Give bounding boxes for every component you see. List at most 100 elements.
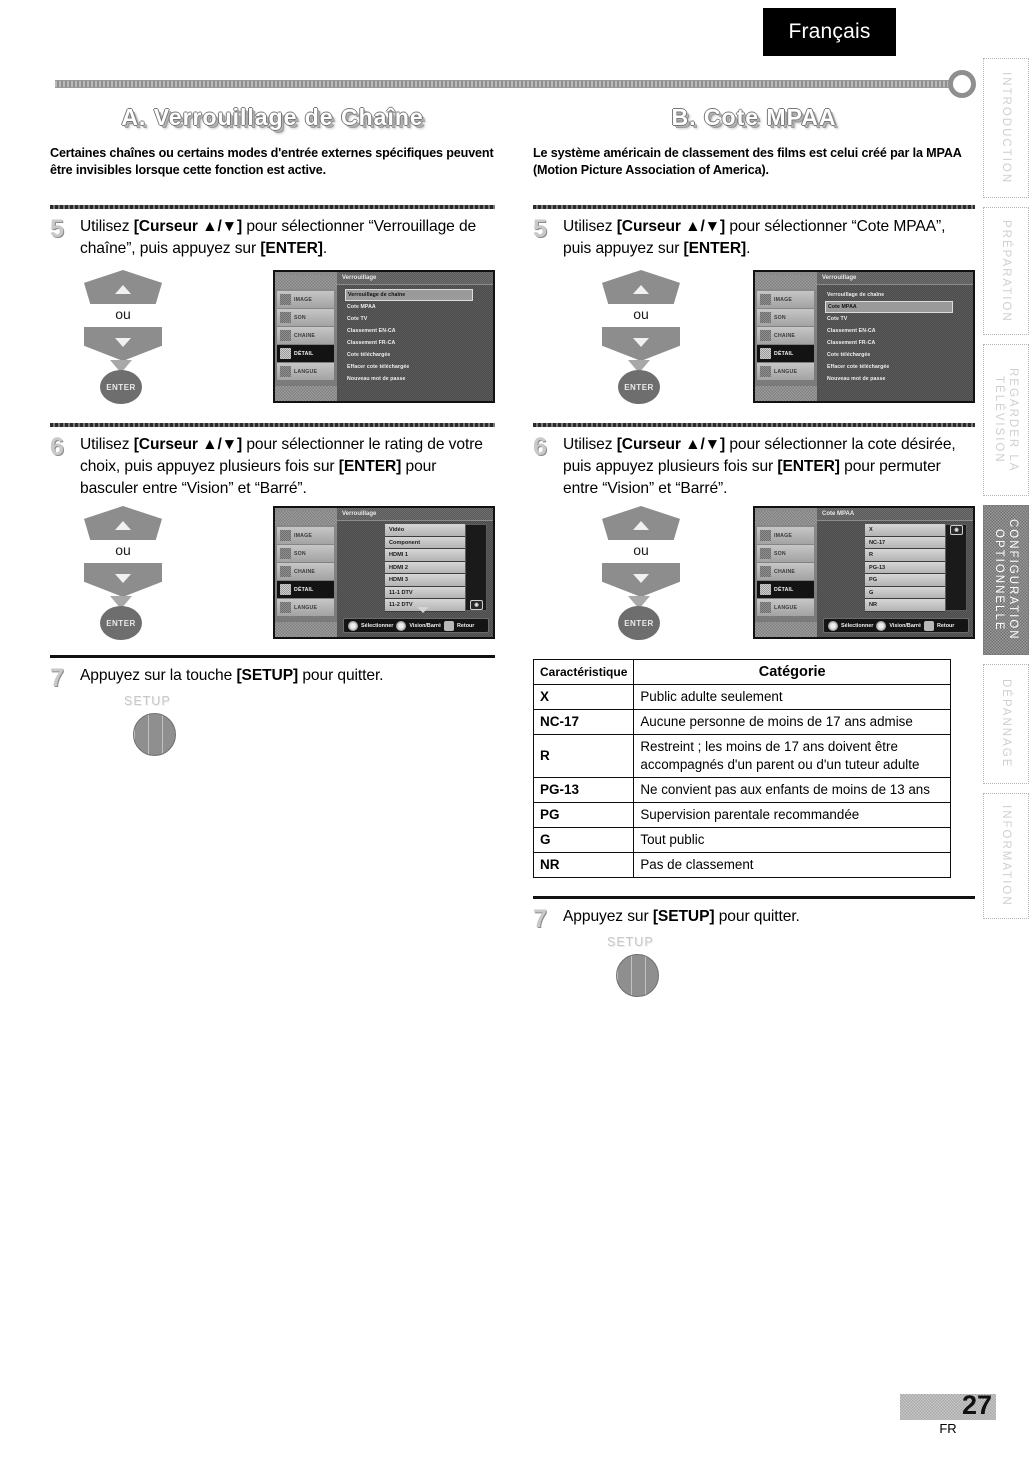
tv-status-column bbox=[945, 524, 967, 611]
tv-menu-row[interactable]: Cote téléchargée bbox=[827, 352, 871, 358]
remote-cursor-group: ou ENTER bbox=[588, 270, 698, 405]
tv-rating-row[interactable]: R bbox=[865, 549, 945, 562]
tv-sidebar-item-langue[interactable]: LANGUE bbox=[757, 599, 814, 616]
table-cell-category: Ne convient pas aux enfants de moins de … bbox=[633, 777, 951, 803]
tv-screen-step5: IMAGE SON CHAINE DÉTAIL bbox=[273, 270, 495, 403]
tv-input-row[interactable]: HDMI 1 bbox=[385, 549, 465, 562]
sidebar-tab-configuration-optionnelle[interactable]: CONFIGURATION OPTIONNELLE bbox=[983, 505, 1029, 655]
step-instruction: Utilisez [Curseur ▲/▼] pour sélectionner… bbox=[80, 436, 483, 497]
tv-sidebar-item-son[interactable]: SON bbox=[757, 545, 814, 562]
tv-menu-row[interactable]: Cote TV bbox=[347, 316, 368, 322]
sidebar-tab-information[interactable]: INFORMATION bbox=[983, 793, 1029, 919]
tv-menu-sidebar: IMAGE SON CHAINE DÉTAIL bbox=[755, 508, 817, 637]
tv-sidebar-item-langue[interactable]: LANGUE bbox=[757, 363, 814, 380]
tv-rating-row[interactable]: G bbox=[865, 586, 945, 599]
tv-menu-row[interactable]: Effacer cote téléchargée bbox=[827, 364, 890, 370]
left-section-title: A. Verrouillage de Chaîne bbox=[121, 104, 424, 130]
tv-input-row[interactable]: HDMI 3 bbox=[385, 574, 465, 587]
tv-sidebar-item-image[interactable]: IMAGE bbox=[277, 527, 334, 544]
tv-menu-row[interactable]: Nouveau mot de passe bbox=[347, 376, 406, 382]
tv-rating-list: X ◉ NC-17 R PG-13 PG G NR bbox=[865, 524, 967, 612]
tv-menu-row[interactable]: Nouveau mot de passe bbox=[827, 376, 886, 382]
tv-sidebar-item-chaine[interactable]: CHAINE bbox=[757, 327, 814, 344]
cursor-up-button[interactable] bbox=[84, 270, 162, 304]
cursor-down-button[interactable] bbox=[84, 327, 162, 361]
tv-sidebar-item-detail[interactable]: DÉTAIL bbox=[757, 345, 814, 362]
tv-menu-row[interactable]: Classement EN-CA bbox=[827, 328, 876, 334]
step-instruction: Utilisez [Curseur ▲/▼] pour sélectionner… bbox=[563, 436, 956, 497]
cursor-up-button[interactable] bbox=[84, 506, 162, 540]
step-divider bbox=[533, 423, 975, 427]
setup-button[interactable] bbox=[133, 713, 176, 756]
tv-input-row[interactable]: HDMI 2 bbox=[385, 561, 465, 574]
enter-button[interactable]: ENTER bbox=[618, 370, 660, 404]
tv-rating-row[interactable]: PG bbox=[865, 574, 945, 587]
enter-button[interactable]: ENTER bbox=[100, 606, 142, 640]
tv-sidebar-item-langue[interactable]: LANGUE bbox=[277, 599, 334, 616]
tv-rating-row[interactable]: NR bbox=[865, 599, 945, 612]
cursor-up-button[interactable] bbox=[602, 506, 680, 540]
sidebar-tab-preparation[interactable]: PRÉPARATION bbox=[983, 207, 1029, 335]
tv-sidebar-item-detail[interactable]: DÉTAIL bbox=[277, 345, 334, 362]
tv-sidebar-item-detail[interactable]: DÉTAIL bbox=[277, 581, 334, 598]
tv-sidebar-label: DÉTAIL bbox=[774, 350, 794, 357]
tv-input-row[interactable]: Vidéo bbox=[385, 524, 465, 537]
or-label: ou bbox=[115, 306, 131, 322]
sound-icon bbox=[760, 548, 771, 559]
image-icon bbox=[280, 530, 291, 541]
table-row: X Public adulte seulement bbox=[532, 684, 951, 710]
tv-menu-title: Verrouillage bbox=[817, 272, 973, 285]
right-step-5: 5 Utilisez [Curseur ▲/▼] pour sélectionn… bbox=[533, 205, 975, 405]
tv-menu-row-selected[interactable]: Cote MPAA bbox=[825, 301, 953, 313]
cursor-down-button[interactable] bbox=[84, 563, 162, 597]
tv-sidebar-item-detail[interactable]: DÉTAIL bbox=[757, 581, 814, 598]
tv-input-row[interactable]: 11-1 DTV bbox=[385, 586, 465, 599]
tv-sidebar-item-son[interactable]: SON bbox=[277, 545, 334, 562]
tv-sidebar-item-chaine[interactable]: CHAINE bbox=[277, 327, 334, 344]
tv-menu-list: Verrouillage de chaîne Cote MPAA Cote TV… bbox=[817, 285, 973, 385]
tv-sidebar-item-image[interactable]: IMAGE bbox=[277, 291, 334, 308]
cursor-up-button[interactable] bbox=[602, 270, 680, 304]
tv-sidebar-label: IMAGE bbox=[294, 532, 313, 539]
tv-rating-row[interactable]: X ◉ bbox=[865, 524, 963, 537]
tv-sidebar-item-son[interactable]: SON bbox=[757, 309, 814, 326]
sidebar-tab-depannage[interactable]: DÉPANNAGE bbox=[983, 664, 1029, 784]
tv-help-toggle: Vision/Barré bbox=[889, 622, 922, 629]
tv-input-row[interactable]: 11-2 DTV ◉ bbox=[385, 599, 483, 612]
step-number: 7 bbox=[50, 664, 64, 692]
tv-sidebar-bottom-decoration bbox=[755, 386, 817, 401]
tv-rating-row[interactable]: NC-17 bbox=[865, 536, 945, 549]
tv-sidebar-item-chaine[interactable]: CHAINE bbox=[757, 563, 814, 580]
tv-menu-row[interactable]: Cote TV bbox=[827, 316, 848, 322]
table-cell-category: Restreint ; les moins de 17 ans doivent … bbox=[633, 734, 951, 778]
tv-sidebar-item-son[interactable]: SON bbox=[277, 309, 334, 326]
tv-rating-row[interactable]: PG-13 bbox=[865, 561, 945, 574]
sidebar-tab-introduction[interactable]: INTRODUCTION bbox=[983, 58, 1029, 198]
tv-sidebar-item-chaine[interactable]: CHAINE bbox=[277, 563, 334, 580]
cursor-down-button[interactable] bbox=[602, 563, 680, 597]
tv-menu-row[interactable]: Cote MPAA bbox=[347, 304, 376, 310]
sidebar-tab-regarder-la-television[interactable]: REGARDER LA TÉLÉVISION bbox=[983, 344, 1029, 496]
enter-button[interactable]: ENTER bbox=[100, 370, 142, 404]
tv-sidebar-bottom-decoration bbox=[275, 622, 337, 637]
tv-sidebar-label: CHAINE bbox=[774, 332, 796, 339]
tv-sidebar-item-langue[interactable]: LANGUE bbox=[277, 363, 334, 380]
chevron-down-icon bbox=[628, 360, 650, 373]
tv-scroll-down-icon[interactable] bbox=[417, 607, 429, 613]
step-divider bbox=[50, 205, 495, 209]
tv-sidebar-item-image[interactable]: IMAGE bbox=[757, 527, 814, 544]
tv-menu-row-selected[interactable]: Verrouillage de chaîne bbox=[345, 289, 473, 301]
cursor-down-button[interactable] bbox=[602, 327, 680, 361]
remote-cursor-group: ou ENTER bbox=[588, 506, 698, 641]
tv-menu-row[interactable]: Cote téléchargée bbox=[347, 352, 391, 358]
tv-menu-row[interactable]: Verrouillage de chaîne bbox=[827, 292, 885, 298]
tv-menu-row[interactable]: Classement EN-CA bbox=[347, 328, 396, 334]
tv-menu-row[interactable]: Classement FR-CA bbox=[827, 340, 876, 346]
tv-menu-row[interactable]: Effacer cote téléchargée bbox=[347, 364, 410, 370]
tv-sidebar-item-image[interactable]: IMAGE bbox=[757, 291, 814, 308]
setup-button[interactable] bbox=[616, 954, 659, 997]
enter-button[interactable]: ENTER bbox=[618, 606, 660, 640]
tv-input-row[interactable]: Component bbox=[385, 536, 465, 549]
tv-menu-panel: Cote MPAA X ◉ NC-17 R PG-13 PG G NR bbox=[817, 508, 973, 637]
tv-menu-row[interactable]: Classement FR-CA bbox=[347, 340, 396, 346]
